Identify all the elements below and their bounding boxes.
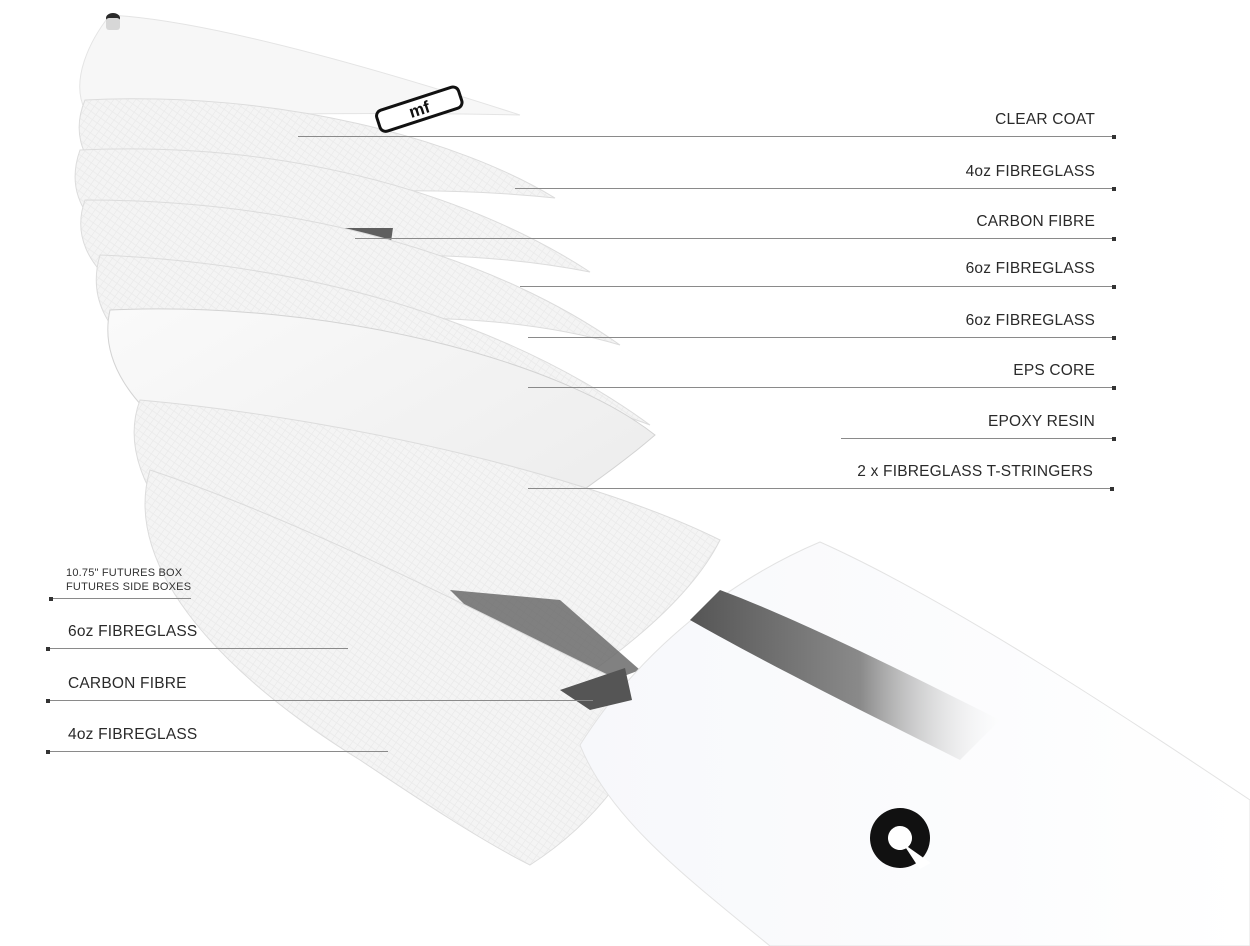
leader-bottom-4oz-fibreglass <box>48 751 388 752</box>
label-bottom-carbon-fibre: CARBON FIBRE <box>68 675 187 693</box>
leader-carbon-fibre <box>355 238 1114 239</box>
label-bottom-4oz-fibreglass: 4oz FIBREGLASS <box>68 726 197 744</box>
label-epoxy-resin: EPOXY RESIN <box>880 413 1095 431</box>
label-clear-coat: CLEAR COAT <box>880 111 1095 129</box>
label-t-stringers: 2 x FIBREGLASS T-STRINGERS <box>780 463 1093 481</box>
label-futures-side-boxes: FUTURES SIDE BOXES <box>66 580 191 594</box>
label-6oz-fibreglass-1: 6oz FIBREGLASS <box>880 260 1095 278</box>
leader-bottom-carbon-fibre <box>48 700 593 701</box>
label-eps-core: EPS CORE <box>880 362 1095 380</box>
leader-t-stringers <box>528 488 1112 489</box>
leader-bottom-6oz-fibreglass <box>48 648 348 649</box>
leader-6oz-fibreglass-2 <box>528 337 1114 338</box>
leader-eps-core <box>528 387 1114 388</box>
label-6oz-fibreglass-2: 6oz FIBREGLASS <box>880 312 1095 330</box>
leader-clear-coat <box>298 136 1114 137</box>
leader-4oz-fibreglass <box>515 188 1114 189</box>
leader-6oz-fibreglass-1 <box>520 286 1114 287</box>
label-carbon-fibre: CARBON FIBRE <box>880 213 1095 231</box>
label-bottom-6oz-fibreglass: 6oz FIBREGLASS <box>68 623 197 641</box>
label-4oz-fibreglass: 4oz FIBREGLASS <box>880 163 1095 181</box>
leader-epoxy-resin <box>841 438 1114 439</box>
nose-plug-icon <box>106 13 120 30</box>
label-futures-box: 10.75" FUTURES BOX <box>66 566 182 580</box>
leader-futures-boxes <box>51 598 191 599</box>
finished-board-tail <box>580 542 1250 946</box>
